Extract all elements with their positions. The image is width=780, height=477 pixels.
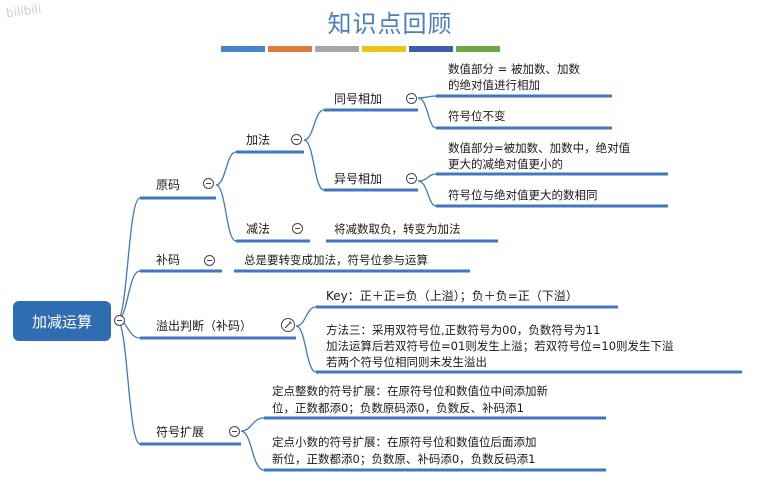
root-label: 加减运算 bbox=[31, 312, 92, 331]
connector-yichu-method bbox=[295, 325, 317, 373]
leaf-buma: 总是要转变成加法，符号位参与运算 bbox=[244, 253, 428, 267]
leaf-yihao-value-2: 更大的减绝对值更小的 bbox=[448, 157, 563, 171]
leaf-tonghao-sign: 符号位不变 bbox=[448, 109, 506, 123]
connector-yuanma-jiafa bbox=[215, 151, 237, 186]
node-kuozhan[interactable]: 符号扩展 bbox=[156, 425, 205, 439]
collapse-icon[interactable] bbox=[406, 93, 417, 104]
palette-swatch-6 bbox=[456, 46, 500, 52]
connector-jiafa-yihao bbox=[303, 139, 325, 191]
collapse-icon[interactable] bbox=[292, 223, 303, 234]
node-yihao[interactable]: 异号相加 bbox=[334, 172, 383, 186]
leaf-yichu-method-1: 方法三：采用双符号位,正数符号为00，负数符号为11 bbox=[326, 323, 601, 337]
collapse-icon[interactable] bbox=[291, 134, 302, 145]
connector-root-kuozhan bbox=[116, 319, 141, 445]
leaf-yichu-method-2: 加法运算后若双符号位=01则发生上溢；若双符号位=10则发生下溢 bbox=[326, 339, 674, 353]
leaf-yichu-key: Key：正＋正=负（上溢）；负＋负=正（下溢） bbox=[326, 289, 578, 303]
leaf-kuozhan-int-1: 定点整数的符号扩展：在原符号位和数值位中间添加新 bbox=[272, 384, 548, 398]
node-buma[interactable]: 补码 bbox=[156, 253, 181, 267]
node-jianfa[interactable]: 减法 bbox=[246, 222, 271, 236]
leaf-jianfa: 将减数取负，转变为加法 bbox=[334, 222, 461, 236]
leaf-tonghao-value-1: 数值部分 = 被加数、加数 bbox=[448, 62, 580, 76]
leaf-tonghao-value-2: 的绝对值进行相加 bbox=[448, 78, 540, 92]
page-title: 知识点回顾 bbox=[327, 10, 453, 38]
root-node[interactable]: 加减运算 bbox=[13, 301, 111, 341]
node-tonghao[interactable]: 同号相加 bbox=[334, 92, 383, 106]
node-jiafa[interactable]: 加法 bbox=[246, 133, 271, 147]
collapse-icon[interactable] bbox=[114, 315, 125, 326]
connector-kuozhan-dec bbox=[240, 430, 265, 471]
connector-yihao-leaf2 bbox=[417, 180, 437, 207]
connector-kuozhan-int bbox=[240, 417, 265, 432]
node-yichu[interactable]: 溢出判断（补码） bbox=[156, 319, 253, 333]
palette-swatch-5 bbox=[409, 46, 453, 52]
palette-swatch-4 bbox=[362, 46, 406, 52]
leaf-yihao-sign: 符号位与绝对值更大的数相同 bbox=[448, 188, 598, 202]
leaf-yihao-value-1: 数值部分=被加数、加数中，绝对值 bbox=[448, 141, 631, 155]
leaf-kuozhan-int-2: 位，正数都添0；负数原码添0，负数反、补码添1 bbox=[272, 401, 524, 415]
connector-yichu-key bbox=[295, 306, 317, 327]
connector-tonghao-leaf1 bbox=[417, 95, 437, 99]
connector-tonghao-leaf2 bbox=[417, 97, 437, 129]
leaf-yichu-method-3: 若两个符号位相同则未发生溢出 bbox=[326, 355, 487, 369]
connector-jiafa-tonghao bbox=[303, 109, 325, 141]
leaf-kuozhan-dec-2: 新位，正数都添0；负数原、补码添0，负数反码添1 bbox=[272, 452, 536, 466]
edit-icon[interactable] bbox=[281, 318, 295, 332]
node-yuanma[interactable]: 原码 bbox=[156, 178, 181, 192]
connector-root-yuanma bbox=[116, 197, 141, 321]
palette-swatch-1 bbox=[221, 46, 265, 52]
connector-yuanma-jianfa bbox=[215, 184, 237, 242]
collapse-icon[interactable] bbox=[406, 173, 417, 184]
palette-swatch-2 bbox=[268, 46, 312, 52]
palette-swatch-3 bbox=[315, 46, 359, 52]
collapse-icon[interactable] bbox=[204, 255, 215, 266]
collapse-icon[interactable] bbox=[203, 178, 214, 189]
connector-yihao-leaf1 bbox=[417, 173, 437, 182]
collapse-icon[interactable] bbox=[229, 426, 240, 437]
connector-root-buma bbox=[116, 270, 141, 321]
leaf-kuozhan-dec-1: 定点小数的符号扩展：在原符号位和数值位后面添加 bbox=[272, 435, 537, 449]
